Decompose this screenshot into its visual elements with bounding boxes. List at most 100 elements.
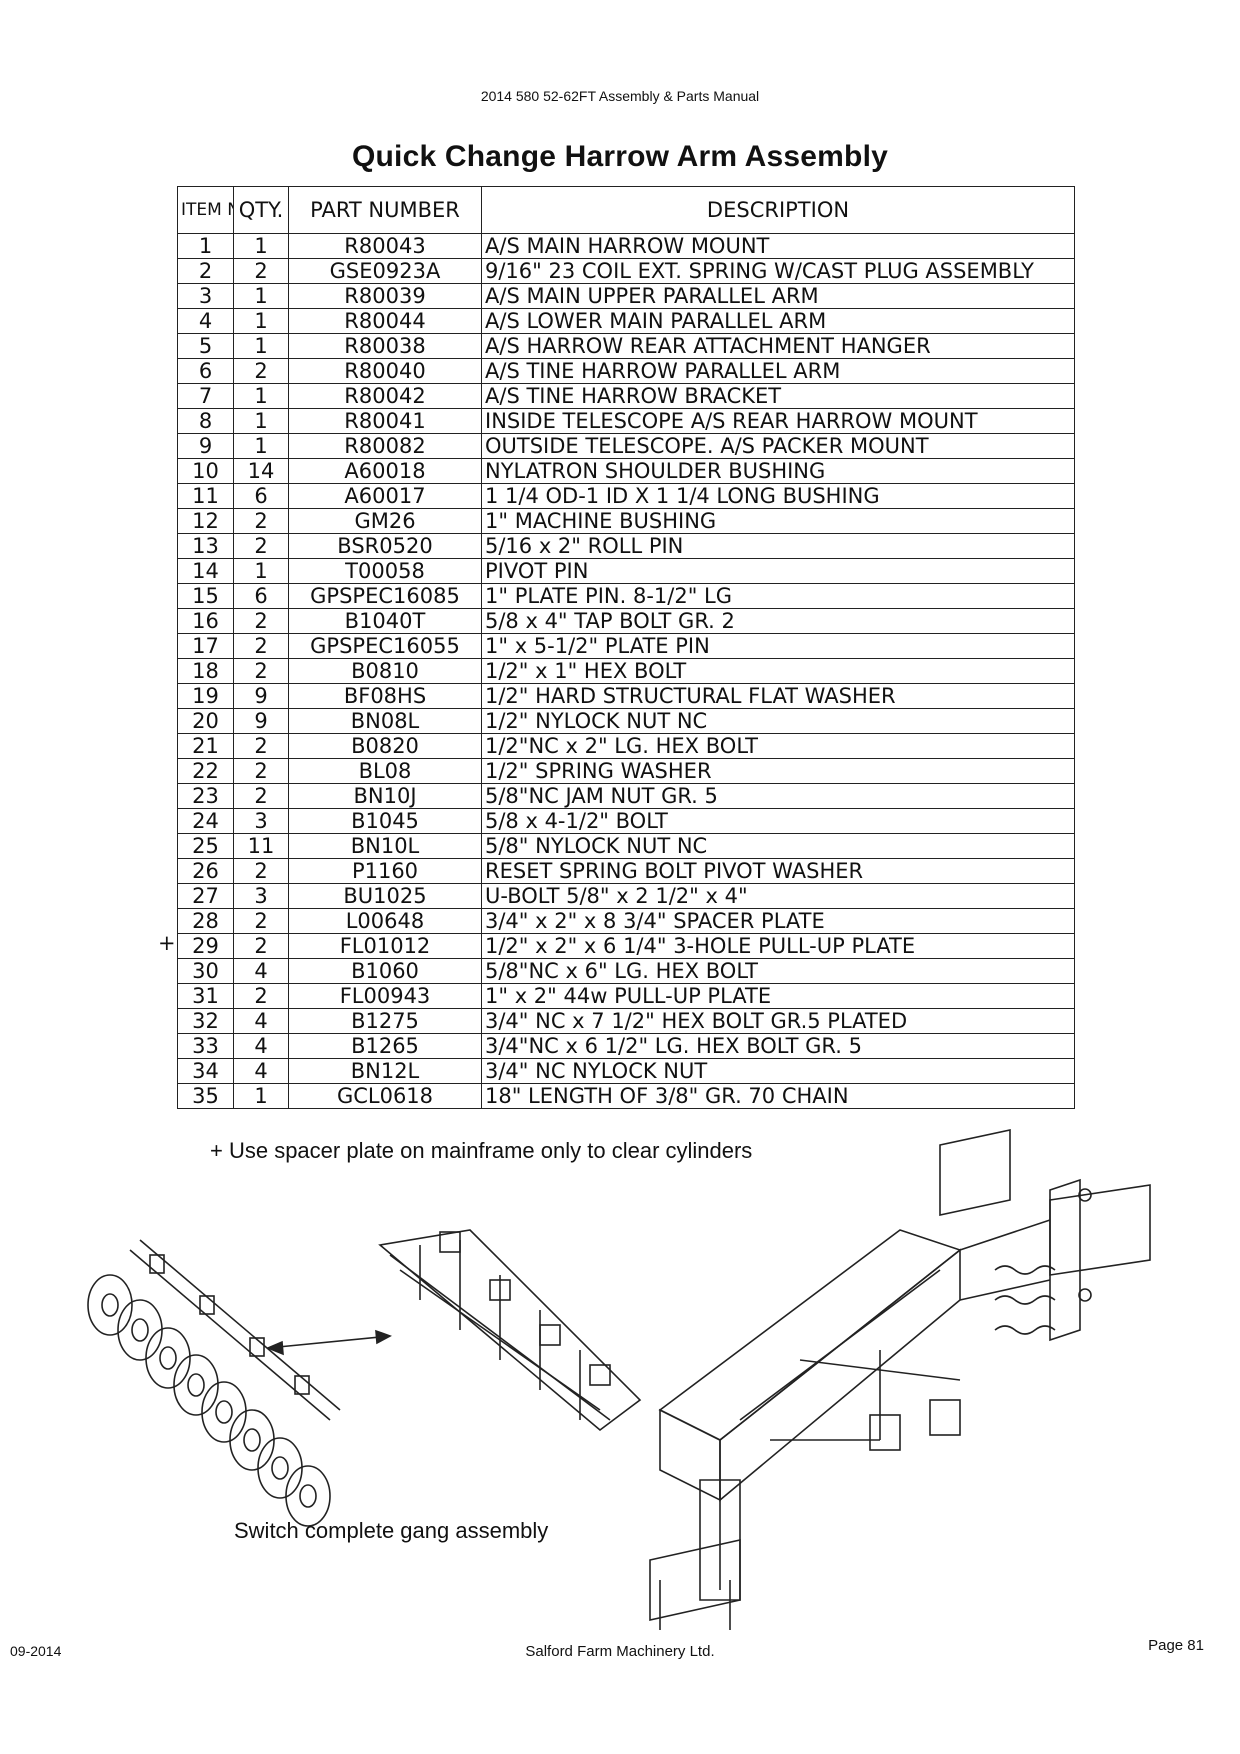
item-no-cell: 33: [177, 1033, 234, 1059]
item-no-cell: 4: [177, 308, 234, 334]
part-number-cell: R80038: [288, 333, 482, 359]
part-number-cell: BN08L: [288, 708, 482, 734]
item-no-cell: 10: [177, 458, 234, 484]
qty-cell: 1: [233, 383, 289, 409]
description-cell: NYLATRON SHOULDER BUSHING: [481, 458, 1075, 484]
gang-caption: Switch complete gang assembly: [234, 1518, 549, 1543]
qty-cell: 9: [233, 683, 289, 709]
part-number-cell: B1265: [288, 1033, 482, 1059]
description-cell: 9/16" 23 COIL EXT. SPRING W/CAST PLUG AS…: [481, 258, 1075, 284]
part-number-cell: R80043: [288, 233, 482, 259]
footer-date: 09-2014: [10, 1643, 62, 1659]
item-no-cell: 6: [177, 358, 234, 384]
part-number-cell: R80039: [288, 283, 482, 309]
item-no-cell: 26: [177, 858, 234, 884]
qty-cell: 3: [233, 883, 289, 909]
qty-cell: 1: [233, 408, 289, 434]
parts-table: ITEM NO. QTY. PART NUMBER DESCRIPTION 11…: [177, 186, 1075, 1109]
item-no-cell: 34: [177, 1058, 234, 1084]
description-cell: 3/4" NC NYLOCK NUT: [481, 1058, 1075, 1084]
item-no-cell: 19: [177, 683, 234, 709]
description-cell: 3/4"NC x 6 1/2" LG. HEX BOLT GR. 5: [481, 1033, 1075, 1059]
description-cell: 1/2" NYLOCK NUT NC: [481, 708, 1075, 734]
description-cell: 5/8"NC x 6" LG. HEX BOLT: [481, 958, 1075, 984]
part-number-cell: R80082: [288, 433, 482, 459]
part-number-cell: BL08: [288, 758, 482, 784]
part-number-cell: GPSPEC16085: [288, 583, 482, 609]
part-number-cell: FL00943: [288, 983, 482, 1009]
qty-cell: 2: [233, 858, 289, 884]
qty-cell: 9: [233, 708, 289, 734]
qty-cell: 2: [233, 358, 289, 384]
part-number-cell: GCL0618: [288, 1083, 482, 1109]
item-no-cell: 20: [177, 708, 234, 734]
qty-cell: 2: [233, 633, 289, 659]
item-no-cell: 29: [177, 933, 234, 959]
qty-cell: 6: [233, 483, 289, 509]
header-description: DESCRIPTION: [481, 186, 1075, 234]
item-no-cell: 25: [177, 833, 234, 859]
qty-cell: 6: [233, 583, 289, 609]
part-number-cell: P1160: [288, 858, 482, 884]
manual-header: 2014 580 52-62FT Assembly & Parts Manual: [480, 88, 760, 104]
qty-cell: 1: [233, 308, 289, 334]
item-no-cell: 11: [177, 483, 234, 509]
tine-harrow-drawing: [378, 1229, 642, 1432]
item-no-cell: 5: [177, 333, 234, 359]
part-number-cell: GSE0923A: [288, 258, 482, 284]
item-no-cell: 17: [177, 633, 234, 659]
footer-company: Salford Farm Machinery Ltd.: [525, 1643, 715, 1660]
part-number-cell: B0810: [288, 658, 482, 684]
footer-page-number: Page 81: [1148, 1637, 1204, 1654]
harrow-mount-drawing: [649, 1129, 1151, 1630]
qty-cell: 2: [233, 733, 289, 759]
page-title: Quick Change Harrow Arm Assembly: [352, 140, 888, 173]
item-no-cell: 7: [177, 383, 234, 409]
qty-cell: 2: [233, 983, 289, 1009]
part-number-cell: BN10J: [288, 783, 482, 809]
qty-cell: 2: [233, 658, 289, 684]
description-cell: 3/4" x 2" x 8 3/4" SPACER PLATE: [481, 908, 1075, 934]
description-cell: OUTSIDE TELESCOPE. A/S PACKER MOUNT: [481, 433, 1075, 459]
qty-cell: 1: [233, 558, 289, 584]
qty-cell: 1: [233, 233, 289, 259]
part-number-cell: GPSPEC16055: [288, 633, 482, 659]
part-number-cell: T00058: [288, 558, 482, 584]
spacer-note: + Use spacer plate on mainframe only to …: [210, 1138, 753, 1163]
part-number-cell: B0820: [288, 733, 482, 759]
item-no-cell: 18: [177, 658, 234, 684]
item-no-cell: 13: [177, 533, 234, 559]
description-cell: U-BOLT 5/8" x 2 1/2" x 4": [481, 883, 1075, 909]
qty-cell: 2: [233, 908, 289, 934]
item-no-cell: 2: [177, 258, 234, 284]
swap-arrow: [265, 1329, 392, 1356]
description-cell: 1/2" x 2" x 6 1/4" 3-HOLE PULL-UP PLATE: [481, 933, 1075, 959]
part-number-cell: BF08HS: [288, 683, 482, 709]
description-cell: 3/4" NC x 7 1/2" HEX BOLT GR.5 PLATED: [481, 1008, 1075, 1034]
item-no-cell: 28: [177, 908, 234, 934]
table-header-row: ITEM NO. QTY. PART NUMBER DESCRIPTION: [177, 186, 1075, 234]
part-number-cell: A60018: [288, 458, 482, 484]
